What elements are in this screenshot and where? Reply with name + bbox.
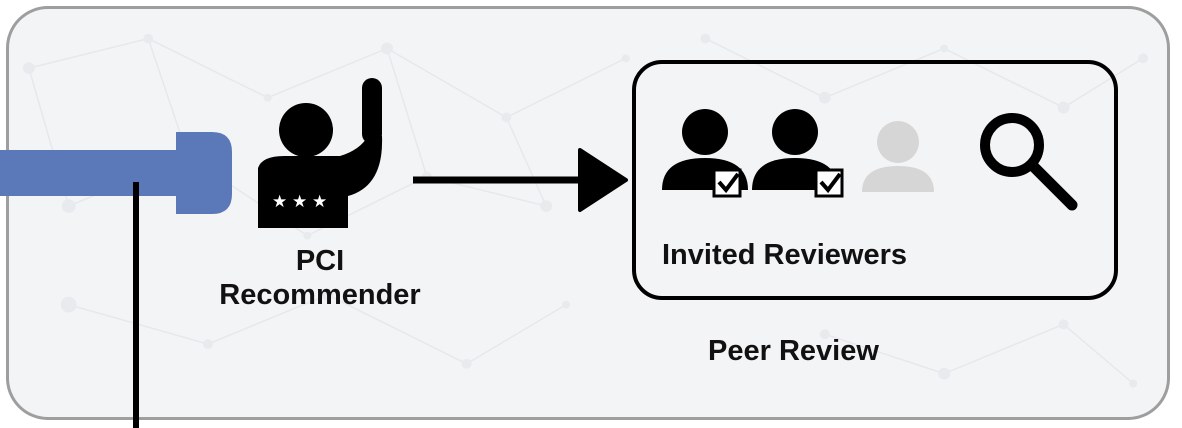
recommender-to-reviewers-arrow — [413, 148, 628, 212]
recommender-raised-hand-stars-icon: ★ ★ ★ — [258, 78, 383, 228]
invited-reviewers-box — [632, 60, 1118, 300]
peer-review-label: Peer Review — [708, 335, 879, 367]
invited-reviewers-label: Invited Reviewers — [662, 239, 907, 271]
svg-text:★: ★ — [312, 192, 327, 212]
reviewer-accepted-icon — [752, 109, 844, 198]
recommender-label: PCI Recommender — [180, 244, 460, 312]
search-icon — [980, 113, 1078, 211]
recommender-label-line1: PCI — [295, 245, 345, 277]
svg-text:★: ★ — [272, 192, 287, 212]
reviewer-pending-icon — [862, 121, 934, 192]
recommender-label-line2: Recommender — [219, 279, 421, 311]
reviewer-accepted-icon — [662, 109, 748, 198]
incoming-arrow — [0, 132, 232, 214]
svg-text:★: ★ — [292, 192, 307, 212]
